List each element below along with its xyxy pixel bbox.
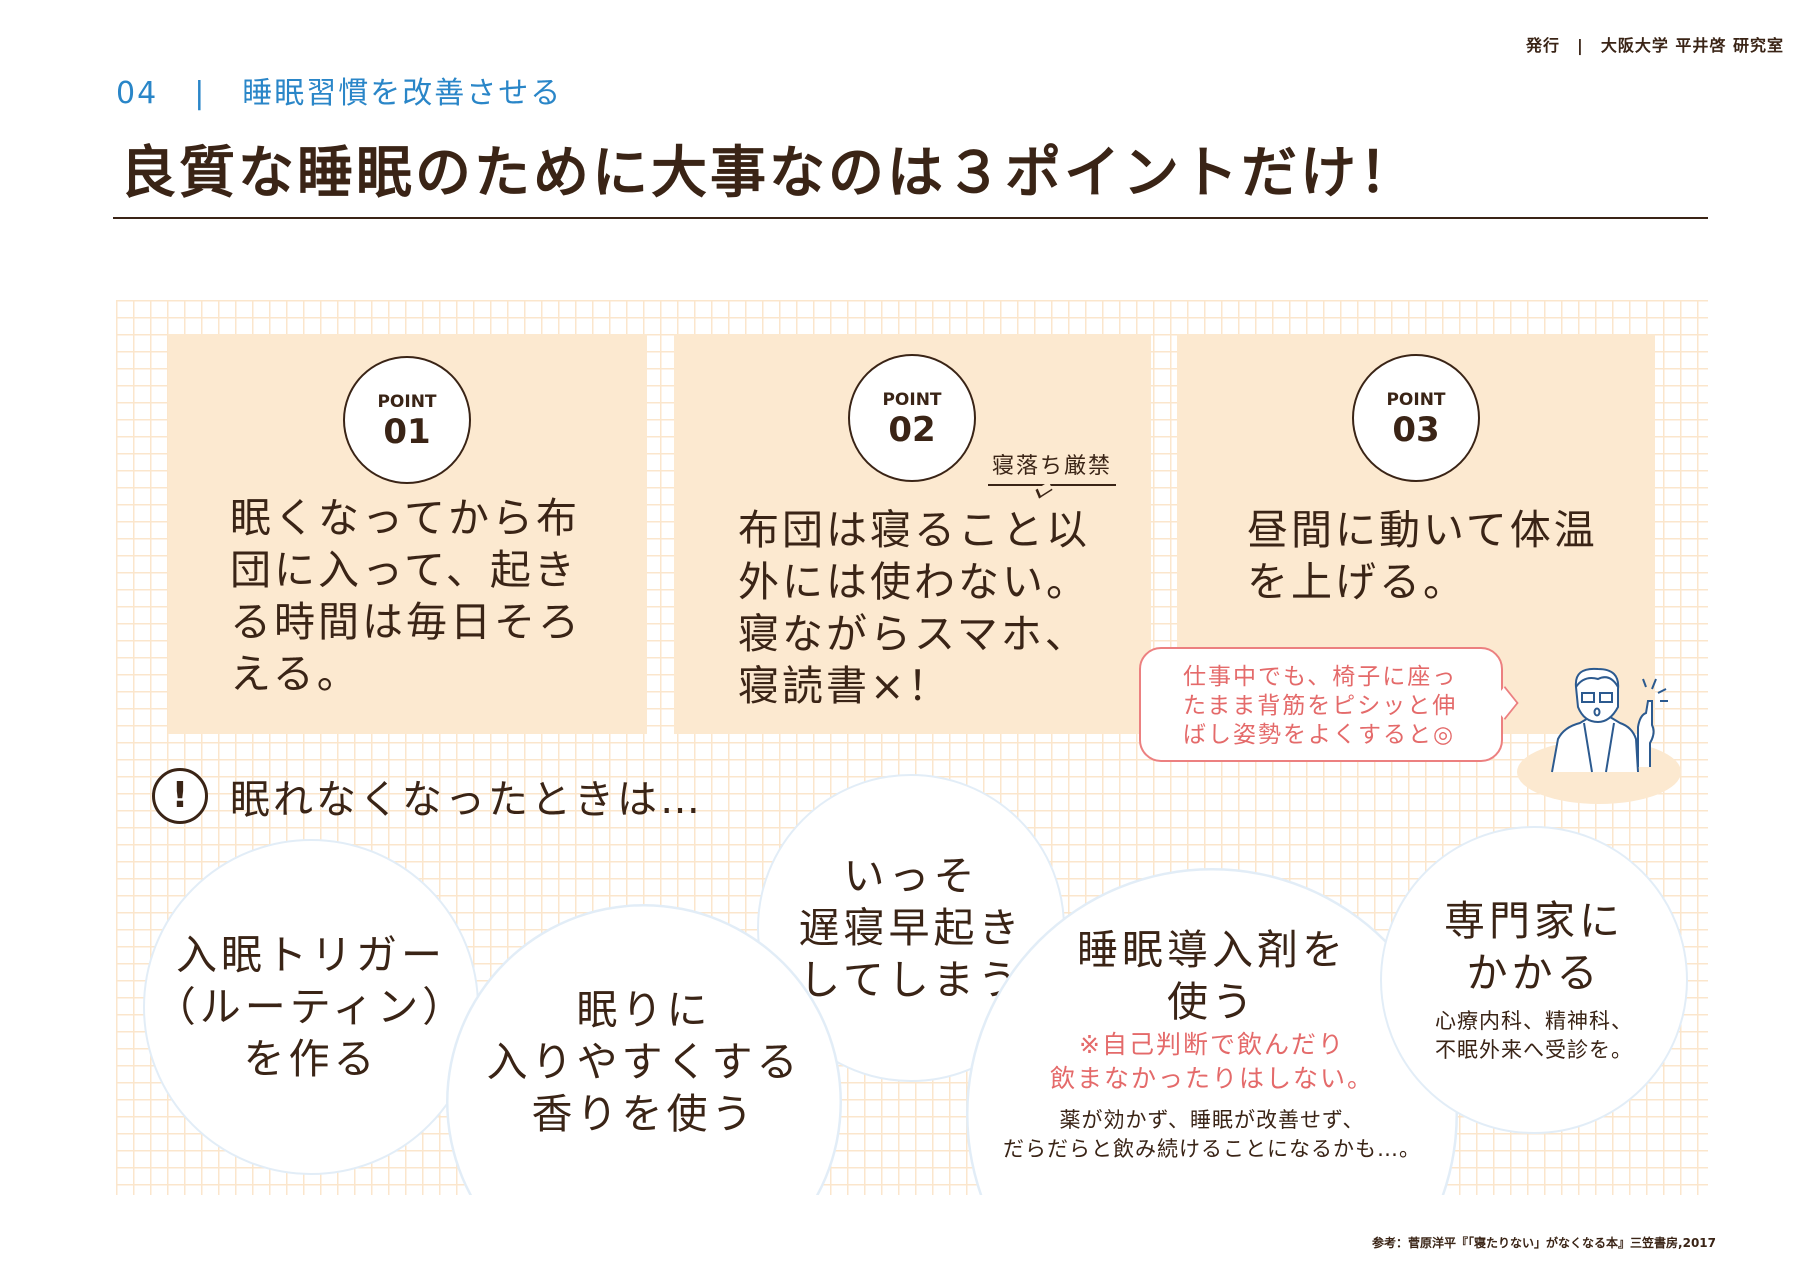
section-heading: 04 | 睡眠習慣を改善させる xyxy=(116,68,562,112)
point-text: 昼間に動いて体温を上げる。 xyxy=(1247,504,1598,608)
text-line: 団に入って、起き xyxy=(230,546,578,594)
text-line: 不眠外来へ受診を。 xyxy=(1435,1038,1633,1062)
section-number: 04 xyxy=(116,76,159,111)
text-line: える。 xyxy=(230,650,361,698)
text-line: 使う xyxy=(1167,978,1257,1026)
text-line: 専門家に xyxy=(1444,897,1624,945)
text-line: 布団は寝ること以 xyxy=(738,506,1090,554)
text-line: してしまう xyxy=(799,956,1023,1004)
text-line: を作る xyxy=(243,1035,379,1083)
tip-circle-specialist: 専門家にかかる 心療内科、精神科、不眠外来へ受診を。 xyxy=(1380,826,1688,1134)
doctor-illustration xyxy=(1517,667,1681,804)
publisher: 発行 | 大阪大学 平井啓 研究室 xyxy=(1526,36,1784,55)
text-line: 寝読書×！ xyxy=(738,662,952,710)
section-title: 睡眠習慣を改善させる xyxy=(242,76,563,111)
text-line: 心療内科、精神科、 xyxy=(1435,1009,1633,1033)
text-line: 外には使わない。 xyxy=(738,558,1090,606)
section-separator: | xyxy=(194,76,207,111)
text-line: ばし姿勢をよくすると◎ xyxy=(1183,722,1456,748)
text-line: 昼間に動いて体温 xyxy=(1247,506,1598,554)
text-line: 遅寝早起き xyxy=(798,904,1024,952)
text-line: 香りを使う xyxy=(531,1090,757,1138)
text-line: 睡眠導入剤を xyxy=(1077,926,1347,974)
speech-bubble: 仕事中でも、椅子に座ったまま背筋をピシッと伸ばし姿勢をよくすると◎ xyxy=(1139,647,1503,762)
caution-line: ※自己判断で飲んだり xyxy=(1079,1030,1345,1059)
caution-line: 飲まなかったりはしない。 xyxy=(1049,1064,1374,1093)
point-label: POINT xyxy=(377,392,437,412)
sleepless-heading-text: 眠れなくなったときは… xyxy=(230,777,703,823)
text-line: たまま背筋をピシッと伸 xyxy=(1183,693,1458,719)
text-line: 仕事中でも、椅子に座っ xyxy=(1183,664,1458,690)
point-number: 02 xyxy=(888,410,936,450)
no-dozing-note: 寝落ち厳禁 xyxy=(988,448,1117,486)
reference: 参考：菅原洋平『「寝たりない」がなくなる本』三笠書房,2017 xyxy=(1372,1236,1716,1250)
title-divider xyxy=(113,217,1708,219)
exclamation-icon: ! xyxy=(152,768,208,824)
text-line: る時間は毎日そろ xyxy=(230,598,582,646)
page-title: 良質な睡眠のために大事なのは３ポイントだけ！ xyxy=(120,141,1418,206)
text-line: （ルーティン） xyxy=(154,983,468,1031)
text-line: 入りやすくする xyxy=(486,1038,802,1086)
text-line: いっそ xyxy=(843,852,979,900)
text-line: 眠くなってから布 xyxy=(230,494,580,542)
text-line: 眠りに xyxy=(576,986,712,1034)
point-label: POINT xyxy=(1386,390,1446,410)
text-line: かかる xyxy=(1466,949,1602,997)
text-line: を上げる。 xyxy=(1247,558,1467,606)
point-number: 03 xyxy=(1392,410,1440,450)
text-line: 入眠トリガー xyxy=(176,931,446,979)
point-text: 布団は寝ること以外には使わない。寝ながらスマホ、寝読書×！ xyxy=(738,504,1090,712)
point-number: 01 xyxy=(383,412,431,452)
text-line: 薬が効かず、睡眠が改善せず、 xyxy=(1059,1108,1365,1132)
text-line: だらだらと飲み続けることになるかも…。 xyxy=(1003,1137,1421,1161)
point-label: POINT xyxy=(882,390,942,410)
sleepless-heading: ! 眠れなくなったときは… xyxy=(152,767,703,825)
text-line: 寝ながらスマホ、 xyxy=(738,610,1089,658)
tip-circle-trigger: 入眠トリガー（ルーティン）を作る xyxy=(143,839,479,1175)
point-text: 眠くなってから布団に入って、起きる時間は毎日そろえる。 xyxy=(230,492,582,700)
